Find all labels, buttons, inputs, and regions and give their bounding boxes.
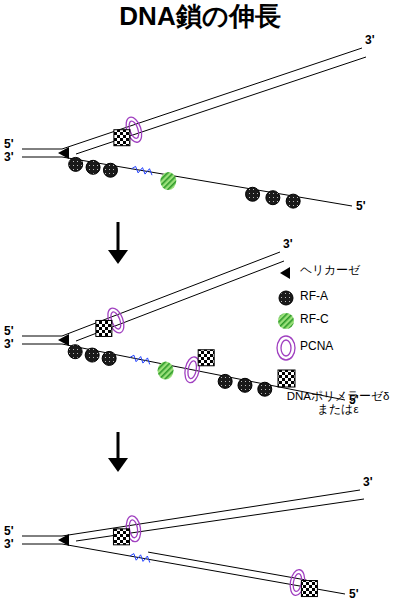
rna-primer bbox=[132, 166, 152, 175]
strand-end-label: 5' bbox=[349, 588, 359, 602]
dna-strand bbox=[22, 344, 62, 345]
dna-strand bbox=[62, 157, 352, 206]
step-arrow-head bbox=[108, 250, 128, 264]
rfa-protein bbox=[266, 191, 280, 205]
pcna-swatch bbox=[277, 336, 295, 360]
dna-polymerase bbox=[96, 320, 112, 336]
diagram-title: DNA鎖の伸長 bbox=[0, 2, 400, 32]
dna-strand bbox=[62, 48, 362, 149]
step-arrow-shaft bbox=[117, 222, 120, 252]
pcna-swatch bbox=[281, 340, 291, 356]
polymerase-swatch bbox=[278, 370, 295, 387]
helicase bbox=[58, 334, 69, 346]
dna-strand bbox=[76, 261, 284, 341]
dna-strand bbox=[22, 544, 62, 545]
rna-primer bbox=[130, 355, 150, 364]
legend-label: PCNA bbox=[300, 340, 333, 354]
strand-end-label: 5' bbox=[4, 525, 14, 539]
strand-end-label: 3' bbox=[363, 476, 373, 490]
dna-strand bbox=[22, 536, 62, 537]
strand-end-label: 5' bbox=[356, 200, 366, 214]
rfa-protein bbox=[68, 345, 82, 359]
rfa-protein bbox=[85, 348, 99, 362]
helicase bbox=[58, 534, 69, 546]
strand-end-label: 3' bbox=[4, 538, 14, 552]
legend-label: RF-C bbox=[300, 313, 329, 327]
strand-end-label: 5' bbox=[349, 394, 359, 408]
rfa-protein bbox=[258, 382, 272, 396]
legend-label: DNAポリメラーゼδ またはε bbox=[282, 390, 394, 416]
legend-label: ヘリカーゼ bbox=[300, 264, 360, 278]
dna-polymerase bbox=[114, 130, 130, 146]
rfa-protein bbox=[238, 378, 252, 392]
helicase-swatch bbox=[280, 267, 290, 279]
strand-end-label: 3' bbox=[4, 151, 14, 165]
dna-strand bbox=[62, 252, 280, 336]
legend-label: RF-A bbox=[300, 290, 328, 304]
helicase bbox=[58, 147, 69, 159]
strand-end-label: 5' bbox=[4, 138, 14, 152]
strand-end-label: 3' bbox=[365, 34, 375, 48]
dna-strand bbox=[22, 336, 62, 337]
rfc-protein bbox=[160, 172, 176, 190]
dna-strand bbox=[22, 149, 62, 150]
rfa-protein bbox=[286, 194, 300, 208]
strand-end-label: 3' bbox=[4, 338, 14, 352]
rfa-protein bbox=[102, 351, 116, 365]
dna-strand bbox=[62, 490, 360, 536]
step-arrow-head bbox=[108, 458, 128, 472]
dna-polymerase bbox=[301, 581, 317, 597]
dna-strand bbox=[76, 57, 366, 154]
dna-polymerase bbox=[113, 529, 129, 545]
strand-end-label: 5' bbox=[4, 325, 14, 339]
dna-strand bbox=[22, 157, 62, 158]
rfc-protein bbox=[158, 362, 174, 380]
rfa-swatch bbox=[279, 291, 293, 305]
dna-polymerase bbox=[198, 350, 214, 366]
new-lagging-strand bbox=[148, 552, 306, 580]
strand-end-label: 3' bbox=[283, 238, 293, 252]
rfc-swatch bbox=[278, 313, 294, 329]
rfa-protein bbox=[69, 157, 83, 171]
pcna-ring bbox=[187, 360, 198, 379]
step-arrow-shaft bbox=[117, 432, 120, 460]
rfa-protein bbox=[218, 374, 232, 388]
rna-primer bbox=[130, 554, 150, 563]
rfa-protein bbox=[103, 163, 117, 177]
rfa-protein bbox=[246, 187, 260, 201]
rfa-protein bbox=[86, 160, 100, 174]
